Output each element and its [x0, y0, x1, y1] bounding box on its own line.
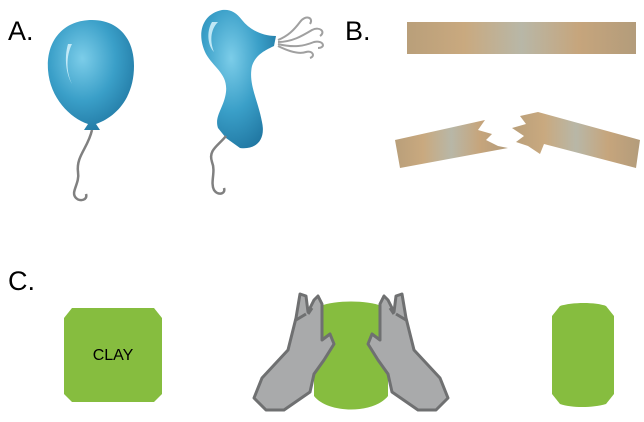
broken-stick-icon [395, 112, 640, 168]
clay-column-icon [552, 303, 614, 407]
balloon-icon [48, 20, 134, 200]
clay-block-icon: CLAY [64, 308, 162, 402]
clay-label: CLAY [93, 347, 134, 364]
wooden-stick-icon [407, 22, 636, 54]
deflating-balloon-icon [201, 10, 323, 194]
